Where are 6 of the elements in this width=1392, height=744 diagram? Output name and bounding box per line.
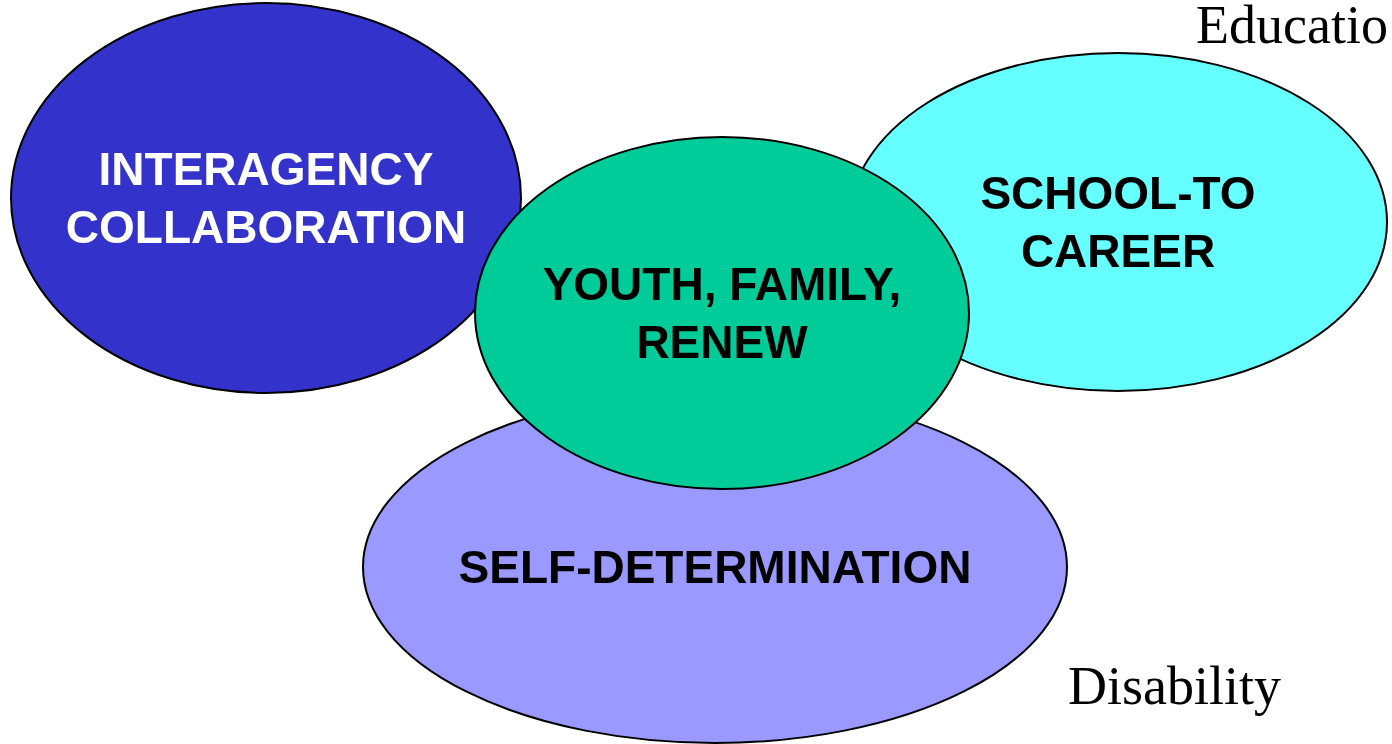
- topic-label: YOUTH, FAMILY, RENEW: [541, 257, 903, 370]
- corner-note: Disability: [1068, 655, 1281, 717]
- topic-label: SELF-DETERMINATION: [458, 540, 972, 595]
- topic-label: SCHOOL-TO CAREER: [979, 166, 1257, 279]
- topic-label: INTERAGENCY COLLABORATION: [64, 142, 468, 255]
- corner-note: Educatio: [1196, 0, 1388, 56]
